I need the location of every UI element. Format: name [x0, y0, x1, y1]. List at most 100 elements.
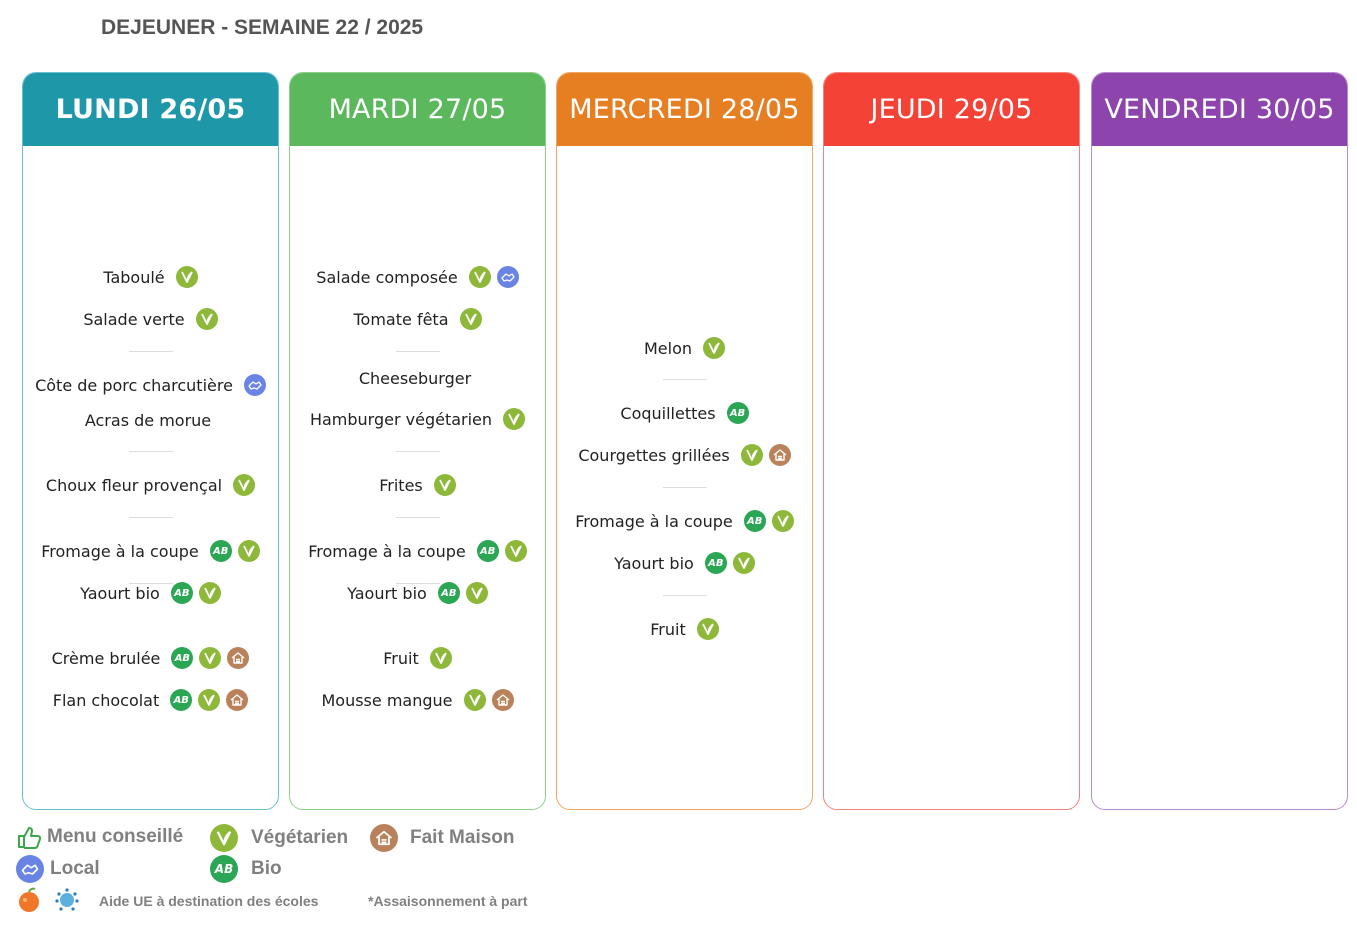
bio-icon: AB: [170, 689, 193, 711]
page-title: DEJEUNER - SEMAINE 22 / 2025: [101, 16, 424, 39]
vegetarian-icon: [504, 540, 527, 562]
bio-icon: AB: [210, 855, 238, 883]
menu-item-name: Yaourt bio: [347, 583, 427, 603]
course-separator: [128, 517, 173, 518]
menu-item: Coquillettes AB: [557, 399, 812, 427]
legend-fait-maison: Fait Maison: [370, 824, 515, 852]
menu-item-name: Yaourt bio: [614, 553, 694, 573]
bio-icon: AB: [171, 647, 194, 669]
menu-item: Mousse mangue: [290, 686, 545, 714]
menu-item: Melon: [557, 334, 812, 362]
day-menu-list: [824, 146, 1079, 809]
menu-item-name: Mousse mangue: [321, 690, 453, 710]
menu-item-name: Crème brulée: [51, 648, 161, 668]
vegetarian-icon: [463, 689, 486, 711]
vegetarian-icon: [732, 552, 755, 574]
menu-item-name: Frites: [379, 475, 423, 495]
bio-icon: AB: [170, 582, 193, 604]
bio-icon: AB: [704, 552, 727, 574]
bio-icon: AB: [743, 510, 766, 532]
vegetarian-icon: [175, 266, 198, 288]
vegetarian-icon: [468, 266, 491, 288]
day-menu-list: [1092, 146, 1347, 809]
menu-item: Cheeseburger: [290, 364, 545, 392]
menu-item: Frites: [290, 471, 545, 499]
vegetarian-icon: [198, 689, 221, 711]
vegetarian-icon: [195, 308, 218, 330]
menu-item-name: Acras de morue: [84, 410, 212, 430]
legend-bio-label: Bio: [251, 858, 282, 879]
legend-vegetarien-label: Végétarien: [251, 827, 349, 848]
legend-vegetarien: Végétarien: [210, 824, 348, 852]
course-separator: [128, 583, 173, 584]
vegetarian-icon: [459, 308, 482, 330]
course-separator: [395, 451, 440, 452]
fait-maison-icon: [227, 647, 250, 669]
bio-icon: AB: [726, 402, 749, 424]
menu-item-name: Taboulé: [103, 267, 165, 287]
local-icon: [16, 855, 44, 883]
local-icon: [496, 266, 519, 288]
thumbs-up-icon: [16, 824, 42, 850]
fait-maison-icon: [491, 689, 514, 711]
menu-item: Côte de porc charcutière: [23, 371, 278, 399]
vegetarian-icon: [199, 647, 222, 669]
menu-item-name: Salade verte: [83, 309, 185, 329]
menu-item-name: Fromage à la coupe: [308, 541, 466, 561]
menu-item-name: Fruit: [383, 648, 419, 668]
menu-item: Yaourt bio AB: [290, 579, 545, 607]
legend-local-label: Local: [50, 858, 100, 879]
vegetarian-icon: [771, 510, 794, 532]
menu-item: Tomate fêta: [290, 305, 545, 333]
course-separator: [395, 351, 440, 352]
legend-local: Local: [16, 855, 100, 883]
menu-item-name: Tomate fêta: [353, 309, 449, 329]
bio-icon: AB: [209, 540, 232, 562]
menu-item-name: Coquillettes: [620, 403, 716, 423]
day-column-thursday: JEUDI 29/05: [823, 72, 1080, 810]
day-header: MARDI 27/05: [290, 73, 545, 146]
day-header: LUNDI 26/05: [23, 73, 278, 146]
legend-menu-conseille: Menu conseillé: [16, 824, 183, 850]
menu-item-name: Hamburger végétarien: [309, 409, 493, 429]
menu-item-name: Flan chocolat: [52, 690, 160, 710]
day-column-friday: VENDREDI 30/05: [1091, 72, 1348, 810]
menu-item-name: Cheeseburger: [358, 368, 472, 388]
vegetarian-icon: [465, 582, 488, 604]
course-separator: [395, 583, 440, 584]
eu-stars-logo-icon: [54, 887, 80, 913]
vegetarian-icon: [198, 582, 221, 604]
day-header: VENDREDI 30/05: [1092, 73, 1347, 146]
menu-item-name: Côte de porc charcutière: [35, 375, 233, 395]
menu-item: Acras de morue: [23, 406, 278, 434]
menu-item: Courgettes grillées: [557, 441, 812, 469]
menu-item: Yaourt bio AB: [557, 549, 812, 577]
ue-fruit-logo-icon: [17, 887, 41, 913]
course-separator: [128, 351, 173, 352]
day-header: MERCREDI 28/05: [557, 73, 812, 146]
vegetarian-icon: [237, 540, 260, 562]
menu-item: Hamburger végétarien: [290, 405, 545, 433]
menu-item: Yaourt bio AB: [23, 579, 278, 607]
menu-item: Salade composée: [290, 263, 545, 291]
course-separator: [128, 451, 173, 452]
fait-maison-icon: [768, 444, 791, 466]
assaisonnement-note: *Assaisonnement à part: [368, 893, 528, 909]
vegetarian-icon: [429, 647, 452, 669]
menu-item: Flan chocolat AB: [23, 686, 278, 714]
course-separator: [662, 595, 707, 596]
menu-item-name: Salade composée: [316, 267, 458, 287]
menu-item-name: Courgettes grillées: [578, 445, 730, 465]
bio-icon: AB: [437, 582, 460, 604]
menu-item-name: Yaourt bio: [80, 583, 160, 603]
vegetarian-icon: [433, 474, 456, 496]
menu-item-name: Choux fleur provençal: [45, 475, 223, 495]
